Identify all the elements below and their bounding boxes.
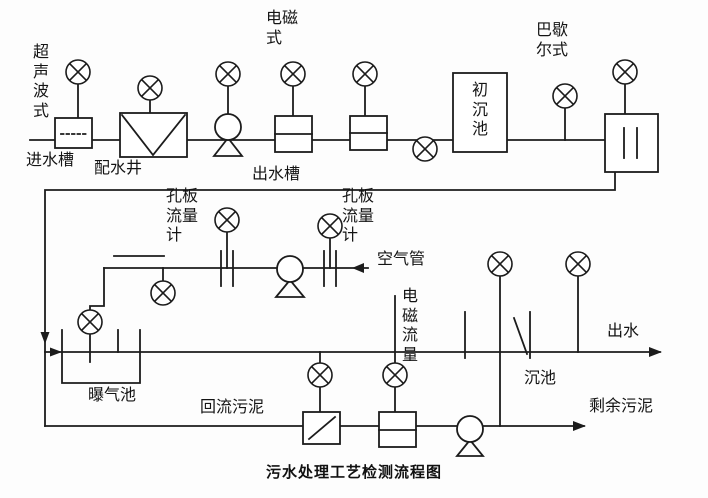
instrument-icon	[552, 83, 578, 109]
air-pump-icon	[274, 255, 306, 298]
flow-arrows	[40, 263, 662, 431]
instrument-icon	[382, 362, 408, 388]
label-electromagnetic-flow: 电磁流量	[402, 286, 419, 364]
em-flowmeter-box-bottom	[378, 411, 417, 448]
label-air-pipe: 空气管	[377, 249, 426, 268]
label-orifice-flowmeter-left: 孔板流量计	[166, 186, 199, 245]
clarifier-shape	[464, 311, 531, 359]
instrument-icon	[612, 59, 638, 85]
instrument-icon	[412, 136, 438, 162]
pump-icon	[212, 113, 244, 157]
primary-effluent-return-line	[44, 171, 616, 427]
label-orifice-flowmeter-right: 孔板流量计	[342, 186, 375, 245]
label-inlet-channel: 进水槽	[26, 150, 75, 169]
label-aeration-tank: 曝气池	[88, 385, 137, 404]
instrument-icon	[77, 309, 103, 335]
distribution-well-shape	[119, 112, 188, 158]
label-sedimentation-tank: 沉池	[524, 368, 557, 387]
instrument-icon	[487, 251, 513, 277]
label-distribution-well: 配水井	[94, 158, 143, 177]
instrument-icon	[137, 75, 163, 101]
label-electromagnetic-type: 电磁式	[266, 8, 299, 47]
instrument-icon	[150, 280, 176, 306]
instrument-icon	[317, 213, 343, 239]
parshall-flume-box	[604, 113, 659, 173]
label-excess-sludge: 剩余污泥	[589, 396, 654, 415]
label-effluent: 出水	[607, 321, 640, 340]
label-parshall-type: 巴歇尔式	[536, 20, 569, 59]
aeration-tank-shape	[61, 329, 141, 384]
excess-sludge-arrow	[573, 421, 586, 431]
sludge-pump-icon	[455, 415, 485, 457]
em-flowmeter-box	[274, 115, 313, 153]
diagram-title: 污水处理工艺检测流程图	[265, 463, 442, 481]
label-return-sludge: 回流污泥	[200, 397, 265, 416]
label-outlet-channel: 出水槽	[252, 164, 301, 183]
air-flow-arrow	[352, 263, 364, 273]
inlet-channel-box	[54, 117, 93, 149]
instrument-icon	[214, 207, 240, 233]
label-primary-sedimentation: 初沉池	[472, 80, 489, 139]
downflow-arrow	[40, 332, 50, 344]
instrument-icon	[215, 61, 241, 87]
instrument-icon	[565, 251, 591, 277]
air-pipe-line	[89, 255, 369, 363]
label-ultrasonic-type: 超声波式	[33, 42, 50, 120]
flowmeter-box-2	[349, 115, 388, 151]
instrument-icon	[307, 362, 333, 388]
valve-box	[302, 411, 341, 445]
instrument-icon	[352, 61, 378, 87]
instrument-icon	[280, 61, 306, 87]
instrument-icon	[65, 59, 91, 85]
aeration-inlet-arrow	[50, 347, 62, 357]
primary-sedimentation-box	[452, 72, 508, 153]
orifice-plate-left	[220, 250, 234, 287]
effluent-arrow	[649, 347, 662, 357]
orifice-plate-right	[323, 250, 337, 287]
